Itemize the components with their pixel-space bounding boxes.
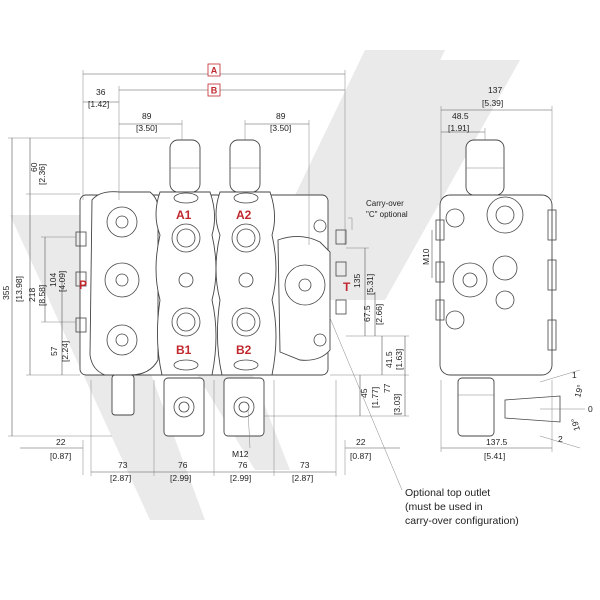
dim-22-left-in: [0.87] (50, 451, 71, 461)
dim-57-in: [2.24] (60, 341, 70, 362)
optional-outlet-note-line1: Optional top outlet (405, 487, 490, 499)
dim-36-in: [1.42] (88, 99, 109, 109)
dim-76b-in: [2.99] (230, 473, 251, 483)
dim-137: 137 (488, 85, 502, 95)
dimension-lines (8, 70, 409, 491)
dim-57: 57 (49, 346, 59, 356)
dim-135-in: [5.31] (365, 274, 375, 295)
port-p-label: P (79, 278, 87, 292)
dim-135: 135 (352, 274, 362, 288)
dim-22-left: 22 (56, 437, 66, 447)
dim-355: 355 (1, 286, 11, 300)
dim-76a: 76 (178, 460, 188, 470)
lever-pos-0: 0 (588, 404, 593, 414)
port-a2-label: A2 (236, 208, 252, 222)
port-t-label: T (343, 280, 351, 294)
dim-48-5-in: [1.91] (448, 123, 469, 133)
lever-pos-2: 2 (558, 434, 563, 444)
dim-89b-in: [3.50] (270, 123, 291, 133)
dim-36: 36 (96, 87, 106, 97)
dim-41-5: 41.5 (384, 351, 394, 368)
dim-60-in: [2.36] (37, 164, 47, 185)
dim-b-box (207, 83, 221, 97)
dim-73b-in: [2.87] (292, 473, 313, 483)
dim-73b: 73 (300, 460, 310, 470)
dim-22-right: 22 (356, 437, 366, 447)
dim-76a-in: [2.99] (170, 473, 191, 483)
dim-137-in: [5.39] (482, 98, 503, 108)
dim-67-5-in: [2.66] (374, 304, 384, 325)
dim-73a: 73 (118, 460, 128, 470)
dim-a-label: A (211, 66, 218, 76)
carry-over-note-line2: "C" optional (366, 210, 408, 219)
dimension-labels: A B 36 [1.42] 89 [3.50] 89 [3.50] 60 [2.… (1, 63, 593, 483)
dim-218-in: [8.58] (37, 285, 47, 306)
optional-outlet-note-line2: (must be used in (405, 501, 483, 513)
front-view (75, 139, 347, 437)
dim-89a-in: [3.50] (136, 123, 157, 133)
lever-pos-1: 1 (572, 370, 577, 380)
dim-77: 77 (382, 383, 392, 393)
port-b1-label: B1 (176, 343, 192, 357)
dim-73a-in: [2.87] (110, 473, 131, 483)
dim-22-right-in: [0.87] (350, 451, 371, 461)
dim-137-5-in: [5.41] (484, 451, 505, 461)
dim-137-5: 137.5 (486, 437, 508, 447)
lever-angle-top: 19° (572, 384, 585, 399)
dim-41-5-in: [1.63] (394, 349, 404, 370)
dim-89b: 89 (276, 111, 286, 121)
dim-45: 45 (359, 388, 369, 398)
dim-45-in: [1.77] (370, 387, 380, 408)
dim-a-box (207, 63, 221, 77)
side-view (431, 106, 585, 452)
optional-outlet-note-line3: carry-over configuration) (405, 515, 519, 527)
dim-m12: M12 (232, 449, 249, 459)
dim-b-label: B (211, 86, 218, 96)
dim-77-in: [3.03] (392, 394, 402, 415)
dim-48-5: 48.5 (452, 111, 469, 121)
dim-m10: M10 (421, 248, 431, 265)
dim-104-in: [4.09] (57, 271, 67, 292)
dim-355-in: [13.98] (14, 276, 24, 302)
dim-67-5: 67.5 (362, 305, 372, 322)
notes: Carry-over "C" optional Optional top out… (366, 199, 519, 527)
dim-89a: 89 (142, 111, 152, 121)
carry-over-note-line1: Carry-over (366, 199, 404, 208)
dim-104: 104 (48, 273, 58, 287)
port-labels: A1 A2 B1 B2 P T (79, 208, 351, 357)
lever-angle-bottom: 19° (569, 417, 582, 432)
dim-60: 60 (29, 162, 39, 172)
port-b2-label: B2 (236, 343, 252, 357)
dim-76b: 76 (238, 460, 248, 470)
port-a1-label: A1 (176, 208, 192, 222)
dim-218: 218 (27, 288, 37, 302)
